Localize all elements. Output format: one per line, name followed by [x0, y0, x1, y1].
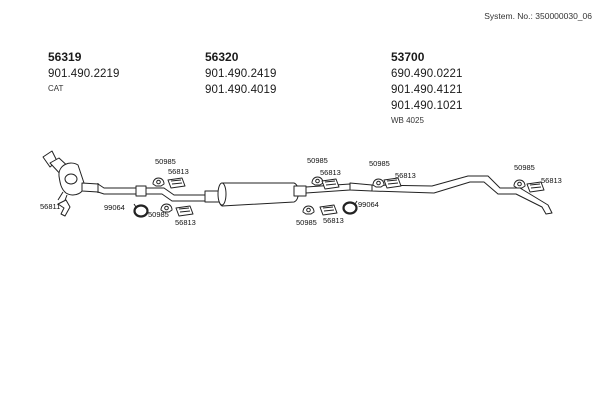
- callout-label: 56813: [541, 176, 562, 185]
- callout-label: 50985: [369, 159, 390, 168]
- system-number: 350000030_06: [535, 11, 592, 21]
- part-number: 901.490.4121: [391, 84, 463, 96]
- clamp-99064: [133, 203, 149, 218]
- part-group-title: 56320: [205, 50, 239, 64]
- callout-label: 56813: [323, 216, 344, 225]
- callout-label: 50985: [307, 156, 328, 165]
- system-label: System. No.:: [484, 11, 533, 21]
- part-note: CAT: [48, 84, 64, 93]
- part-number: 690.490.0221: [391, 68, 463, 80]
- callout-label: 99064: [358, 200, 379, 209]
- part-group-middle-silencer: 56320 901.490.2419 901.490.4019: [205, 50, 277, 98]
- part-group-catalytic: 56319 901.490.2219 CAT: [48, 50, 120, 93]
- callout-label: 56813: [395, 171, 416, 180]
- bracket-56813: [319, 204, 338, 216]
- part-note: WB 4025: [391, 116, 424, 125]
- part-group-rear-pipe: 53700 690.490.0221 901.490.4121 901.490.…: [391, 50, 463, 125]
- callout-label: 50985: [155, 157, 176, 166]
- callout-label: 50985: [514, 163, 535, 172]
- part-group-title: 56319: [48, 50, 82, 64]
- catalytic-converter: [42, 150, 85, 204]
- part-number: 901.490.2419: [205, 68, 277, 80]
- hanger-50985: [311, 176, 324, 186]
- part-group-title: 53700: [391, 50, 425, 64]
- part-number: 901.490.2219: [48, 68, 120, 80]
- callout-label: 99064: [104, 203, 125, 212]
- bracket-56813: [321, 178, 340, 190]
- callout-label: 56813: [320, 168, 341, 177]
- part-number: 901.490.4019: [205, 84, 277, 96]
- bracket-56813: [526, 181, 545, 193]
- bracket-56811: [57, 199, 71, 217]
- clamp-99064: [342, 200, 358, 215]
- rear-pipe: [349, 175, 553, 215]
- hanger-50985: [160, 203, 173, 213]
- system-number-label: System. No.: 350000030_06: [484, 11, 592, 21]
- front-pipe: [81, 182, 206, 202]
- hanger-50985: [152, 177, 165, 187]
- callout-label: 56813: [175, 218, 196, 227]
- middle-silencer: [204, 182, 351, 207]
- callout-label: 50985: [296, 218, 317, 227]
- bracket-56813: [175, 205, 194, 217]
- hanger-50985: [302, 205, 315, 215]
- callout-label: 56811: [40, 202, 60, 211]
- callout-label: 56813: [168, 167, 189, 176]
- callout-label: 50985: [148, 210, 169, 219]
- bracket-56813: [383, 177, 402, 189]
- hanger-50985: [372, 178, 385, 188]
- part-number: 901.490.1021: [391, 100, 463, 112]
- bracket-56813: [167, 177, 186, 189]
- hanger-50985: [513, 179, 526, 189]
